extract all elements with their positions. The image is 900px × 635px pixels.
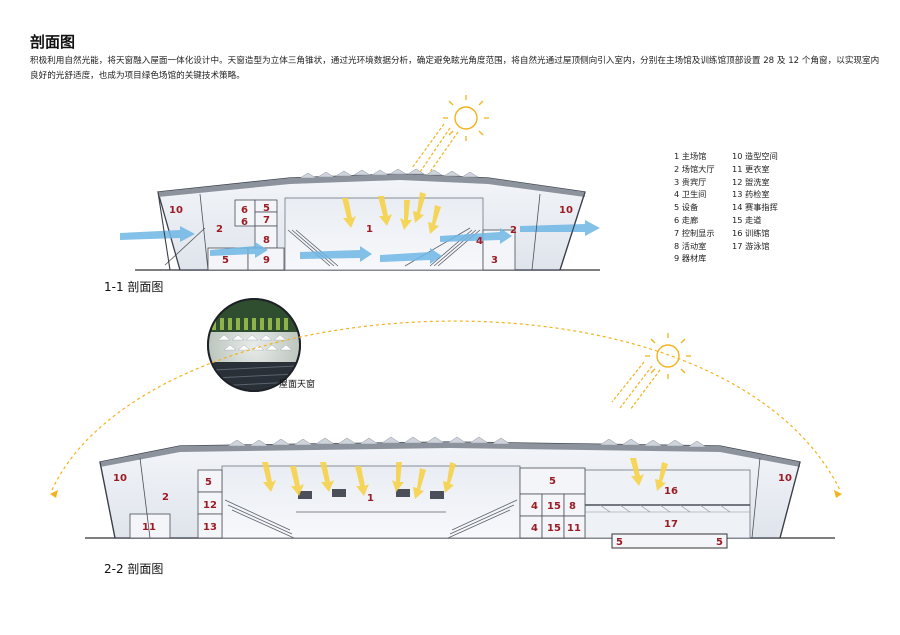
legend-item: 15 走道	[732, 214, 762, 225]
legend-item: 7 控制显示	[674, 227, 715, 238]
legend-item: 1 主场馆	[674, 151, 707, 161]
room-number: 3	[491, 255, 498, 266]
room-number: 2	[162, 492, 169, 503]
room-number: 4	[476, 236, 483, 247]
room-number: 11	[567, 523, 581, 534]
room-number: 5	[222, 255, 229, 266]
sun-rays	[411, 123, 459, 173]
room-number: 9	[263, 255, 270, 266]
sun-icon	[443, 95, 489, 141]
airflow-arrows	[120, 220, 600, 264]
legend-item: 11 更衣室	[732, 163, 770, 174]
legend-item: 5 设备	[674, 202, 699, 213]
roof-band	[100, 442, 800, 467]
right-rooms	[519, 467, 586, 539]
section-2-label: 2-2 剖面图	[104, 562, 164, 576]
legend-item: 12 盥洗室	[732, 176, 770, 187]
roof-skylights	[299, 168, 479, 179]
legend-item: 6 走廊	[674, 214, 699, 225]
room-number: 1	[366, 224, 373, 235]
light-arrows	[262, 458, 668, 499]
main-hall	[221, 465, 521, 539]
legend-item: 2 场馆大厅	[674, 163, 715, 174]
room-number: 2	[510, 225, 517, 236]
legend-column-1: 1 主场馆 2 场馆大厅 3 贵宾厅 4 卫生间 5 设备 6 走廊 7 控制显…	[674, 150, 715, 265]
sun-path-arc	[51, 320, 841, 491]
sun-icon	[645, 333, 691, 379]
room-number: 10	[559, 205, 573, 216]
room-number: 17	[664, 519, 678, 530]
room-number: 10	[113, 473, 127, 484]
room-number: 5	[205, 477, 212, 488]
legend-item: 16 训练馆	[732, 227, 770, 238]
room-number: 5	[716, 537, 723, 548]
room-number: 5	[616, 537, 623, 548]
page-title: 剖面图	[30, 33, 76, 51]
pool-basin	[611, 533, 728, 549]
roof-skylight-inset: 屋面天窗	[207, 298, 315, 392]
roof-skylights	[227, 436, 707, 448]
section-1-label: 1-1 剖面图	[104, 280, 164, 294]
windows	[298, 489, 444, 499]
room-number: 2	[216, 224, 223, 235]
legend-item: 4 卫生间	[674, 189, 707, 200]
room-number: 4	[531, 501, 538, 512]
room-number: 8	[263, 235, 270, 246]
truss	[585, 504, 750, 513]
section-2-drawing: 10 5 2 12 11 13 1 5 4 15 8 4 15 11 16 17…	[50, 320, 842, 549]
training-hall	[584, 469, 751, 539]
sun-rays	[611, 361, 661, 411]
room-number: 10	[778, 473, 792, 484]
light-arrows	[342, 192, 441, 234]
legend-item: 3 贵宾厅	[674, 176, 707, 187]
room-number: 1	[367, 493, 374, 504]
room-number: 7	[263, 215, 270, 226]
section-1-drawing: 10 5 6 7 6 8 2 5 9 1 4 2 10 3	[120, 95, 600, 271]
room-number: 15	[547, 501, 561, 512]
legend-item: 13 药检室	[732, 189, 770, 200]
room-number: 6	[241, 205, 248, 216]
room-number: 8	[569, 501, 576, 512]
room-number: 6	[241, 217, 248, 228]
legend-item: 8 活动室	[674, 240, 707, 251]
stands	[224, 499, 518, 539]
room-number: 16	[664, 486, 678, 497]
legend-item: 9 器材库	[674, 253, 707, 264]
room-number: 10	[169, 205, 183, 216]
room-number: 13	[203, 522, 217, 533]
room-number: 5	[263, 203, 270, 214]
room-number: 12	[203, 500, 217, 511]
roof-band	[158, 174, 585, 197]
room-number: 15	[547, 523, 561, 534]
inset-label: 屋面天窗	[279, 378, 315, 390]
legend-item: 10 造型空间	[732, 151, 778, 161]
page-description: 积极利用自然光能，将天窗融入屋面一体化设计中。天窗造型为立体三角锥状，通过光环境…	[30, 56, 880, 81]
left-rooms	[129, 469, 223, 539]
legend-item: 17 游泳馆	[732, 240, 770, 251]
room-number: 11	[142, 522, 156, 533]
legend-column-2: 10 造型空间 11 更衣室 12 盥洗室 13 药检室 14 赛事指挥 15 …	[732, 150, 778, 252]
room-number: 4	[531, 523, 538, 534]
legend-item: 14 赛事指挥	[732, 202, 778, 213]
room-number: 5	[549, 476, 556, 487]
